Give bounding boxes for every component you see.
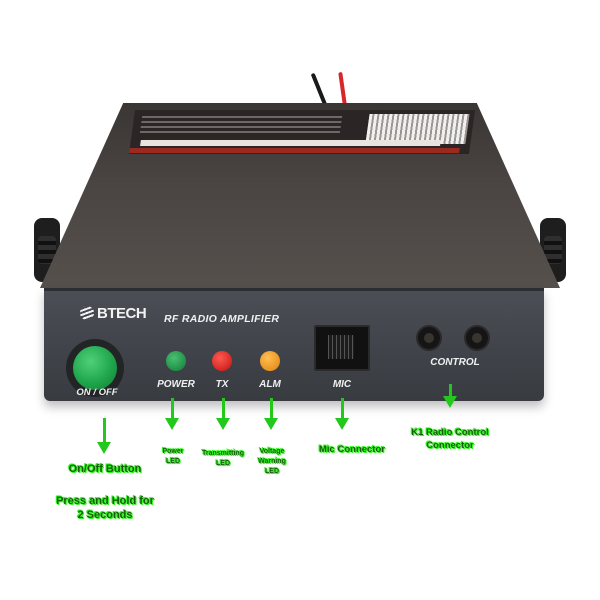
left-mounting-knob (34, 218, 60, 282)
tx-led (212, 351, 232, 371)
control-jack-right[interactable] (464, 325, 490, 351)
tx-led-annotation-line2: LED (216, 460, 230, 467)
control-jack-left[interactable] (416, 325, 442, 351)
control-annotation: K1 Radio Control Connector (402, 426, 498, 452)
tx-led-annotation: Transmitting LED (196, 449, 250, 469)
alm-led-annotation: Voltage Warning LED (252, 447, 292, 477)
product-label-sticker (128, 110, 476, 154)
brand-logo: BTECH (80, 305, 147, 322)
alm-led-arrow (264, 398, 278, 430)
on-off-press-line2: 2 Seconds (77, 509, 133, 521)
on-off-press-line1: Press and Hold for (56, 495, 154, 507)
mic-connector-pins (328, 335, 354, 359)
front-panel: BTECH RF RADIO AMPLIFIER ON / OFF POWER … (44, 288, 544, 401)
on-off-annotation: On/Off Button (68, 463, 142, 475)
alm-led-annotation-line2: Warning (258, 458, 286, 465)
label-red-stripe (129, 148, 460, 153)
label-white-stripe (140, 140, 441, 146)
power-led-annotation: Power LED (155, 447, 191, 467)
panel-title: RF RADIO AMPLIFIER (164, 313, 280, 325)
control-label: CONTROL (430, 357, 480, 368)
power-led-annotation-line2: LED (166, 458, 180, 465)
power-led (166, 351, 186, 371)
label-text-lines (139, 116, 343, 134)
brand-name: BTECH (97, 305, 147, 322)
power-label: POWER (157, 379, 195, 390)
on-off-button-cap[interactable] (73, 346, 117, 390)
alm-led (260, 351, 280, 371)
mic-arrow (335, 398, 349, 430)
tx-label: TX (215, 379, 229, 390)
mic-annotation: Mic Connector (319, 444, 385, 455)
power-led-arrow (165, 398, 179, 430)
control-annotation-line1: K1 Radio Control (411, 427, 489, 438)
alm-led-annotation-line1: Voltage (259, 448, 285, 455)
on-off-label: ON / OFF (76, 387, 118, 398)
mic-rj45-connector[interactable] (314, 325, 370, 371)
mic-label: MIC (332, 379, 352, 390)
power-led-annotation-line1: Power (162, 448, 184, 455)
alm-label: ALM (259, 379, 281, 390)
tx-led-annotation-line1: Transmitting (201, 450, 244, 457)
btech-globe-icon (80, 306, 94, 320)
control-annotation-line2: Connector (426, 440, 474, 451)
on-off-arrow (97, 418, 111, 454)
on-off-press-note: Press and Hold for 2 Seconds (40, 494, 170, 522)
alm-led-annotation-line3: LED (265, 468, 279, 475)
control-arrow (443, 384, 457, 408)
on-off-button[interactable] (66, 339, 124, 397)
tx-led-arrow (216, 398, 230, 430)
